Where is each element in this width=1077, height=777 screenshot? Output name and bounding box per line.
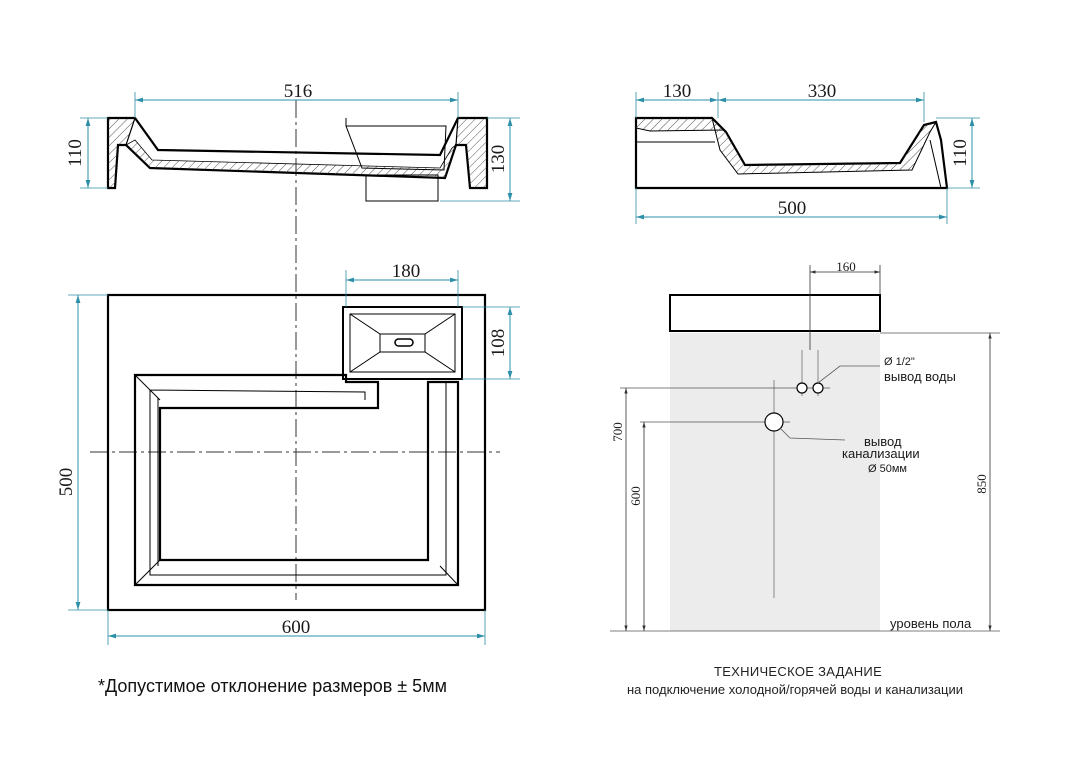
dim-top-width: 516 bbox=[284, 81, 313, 102]
plan-drain-tray bbox=[342, 306, 463, 380]
water-outlet-label: вывод воды bbox=[884, 369, 956, 384]
cold-water-outlet bbox=[796, 382, 808, 394]
dim-plan-depth: 500 bbox=[56, 468, 77, 497]
spec-title: ТЕХНИЧЕСКОЕ ЗАДАНИЕ bbox=[713, 664, 883, 679]
dim-install-offset: 160 bbox=[836, 259, 856, 274]
dim-side-right: 330 bbox=[808, 81, 837, 102]
floor-level-label: уровень пола bbox=[890, 616, 972, 631]
plan-drain-slot bbox=[394, 338, 414, 347]
tolerance-note: *Допустимое отклонение размеров ± 5мм bbox=[98, 676, 447, 696]
dim-side-left: 130 bbox=[663, 81, 692, 102]
drain-size-label: Ø 50мм bbox=[868, 463, 907, 475]
basin-silhouette bbox=[669, 294, 881, 332]
dim-install-850: 850 bbox=[974, 474, 989, 494]
drain-tray-section bbox=[345, 118, 447, 171]
hot-water-outlet bbox=[812, 382, 824, 394]
plan-bowl-bevel bbox=[134, 374, 459, 586]
dim-install-600: 600 bbox=[628, 486, 643, 506]
installation-scheme: 160 Ø 1/2" вывод воды вывод канализации … bbox=[610, 259, 1000, 632]
drain-label-1: вывод bbox=[864, 434, 902, 449]
bowl-floor-hatch bbox=[125, 139, 457, 179]
dim-side-height: 110 bbox=[950, 139, 971, 167]
dim-right-height: 130 bbox=[488, 145, 509, 174]
plan-outline bbox=[106, 293, 487, 612]
dim-left-height: 110 bbox=[65, 139, 86, 167]
dim-install-700: 700 bbox=[610, 422, 625, 442]
pipe-size-label: Ø 1/2" bbox=[884, 356, 915, 368]
side-deck-hatch bbox=[635, 117, 726, 132]
dim-side-width: 500 bbox=[778, 198, 807, 219]
drain-outlet bbox=[365, 174, 439, 202]
plan-tray-bevel bbox=[349, 313, 456, 373]
drain-label-2: канализации bbox=[842, 446, 920, 461]
right-wall-hatch bbox=[455, 117, 488, 189]
front-section-view: 516 110 130 bbox=[65, 81, 520, 600]
bowl-inner-line bbox=[134, 117, 459, 156]
drain-outlet-circle bbox=[764, 412, 784, 432]
dim-plan-tray: 180 bbox=[392, 261, 421, 282]
spec-subtitle: на подключение холодной/горячей воды и к… bbox=[626, 682, 964, 697]
dim-plan-width: 600 bbox=[282, 617, 311, 638]
plan-view: 180 108 500 600 bbox=[56, 261, 520, 645]
side-bowl-hatch bbox=[711, 116, 938, 175]
dim-plan-tray-height: 108 bbox=[488, 329, 509, 358]
left-wall-hatch bbox=[107, 117, 136, 189]
side-section-view: 130 330 110 500 bbox=[634, 81, 980, 224]
cabinet-silhouette bbox=[670, 333, 880, 631]
